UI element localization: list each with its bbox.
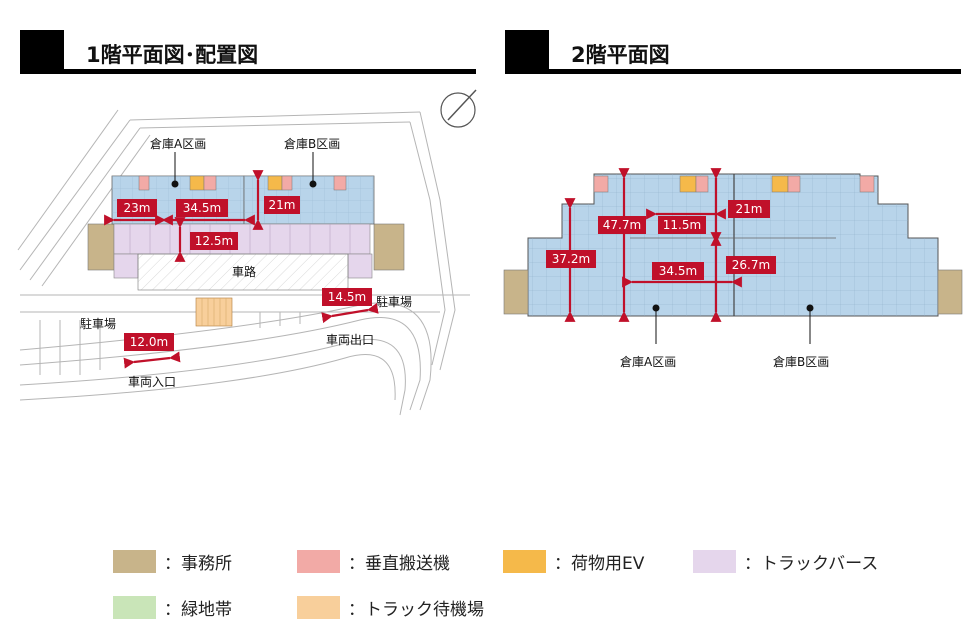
legend-label: ：トラック待機場 xyxy=(348,600,484,620)
office-right xyxy=(373,223,405,271)
dim-34-5m-floor1: 34.5m xyxy=(176,199,228,217)
legend-label: ：トラックバース xyxy=(744,554,879,574)
office-swatch-icon xyxy=(113,550,156,573)
area-b-label: 倉庫B区画 xyxy=(284,136,340,151)
freight-elevator-a-floor2 xyxy=(679,175,697,193)
vertical-conveyor-a-floor2 xyxy=(593,175,609,193)
dim-11-5m: 11.5m xyxy=(658,216,706,234)
floor1-title: 1階平面図･配置図 xyxy=(86,43,259,67)
svg-text:11.5m: 11.5m xyxy=(663,218,701,232)
road-label: 車路 xyxy=(232,264,256,279)
svg-text:34.5m: 34.5m xyxy=(659,264,697,278)
vehicle-entrance-label: 車両入口 xyxy=(128,375,176,389)
svg-text:23m: 23m xyxy=(124,201,151,215)
legend-label: ：事務所 xyxy=(164,554,232,574)
legend-label: ：荷物用EV xyxy=(554,554,645,574)
svg-text:14.5m: 14.5m xyxy=(328,290,366,304)
svg-text:12.0m: 12.0m xyxy=(130,335,168,349)
svg-text:47.7m: 47.7m xyxy=(603,218,641,232)
floor1-header: 1階平面図･配置図 xyxy=(20,30,476,74)
svg-text:37.2m: 37.2m xyxy=(552,252,590,266)
dim-26-7m: 26.7m xyxy=(726,256,776,274)
truck-waiting-swatch-icon xyxy=(297,596,340,619)
dim-47-7m: 47.7m xyxy=(598,216,646,234)
vehicle-exit-label: 車両出口 xyxy=(326,333,374,347)
legend-item-vertical-conveyor: ：垂直搬送機 xyxy=(297,549,450,574)
floor2-plan: 37.2m 47.7m 11.5m 21m 34.5m 26.7m 倉庫A区画 … xyxy=(503,168,963,369)
legend-item-green-belt: ：緑地帯 xyxy=(113,595,232,620)
area-b-label-floor2: 倉庫B区画 xyxy=(773,354,829,369)
freight-elevator-a xyxy=(189,175,205,191)
area-a-marker-icon xyxy=(171,180,179,188)
legend-item-truck-berth: ：トラックバース xyxy=(693,549,878,574)
truck-berth-swatch-icon xyxy=(693,550,736,573)
vertical-conveyor-a xyxy=(138,175,150,191)
dim-37-2m: 37.2m xyxy=(546,250,596,268)
office-right-floor2 xyxy=(937,269,963,315)
dim-21m-floor1: 21m xyxy=(264,196,300,214)
dim-12-0m: 12.0m xyxy=(124,333,174,351)
header-rule xyxy=(505,69,961,74)
dim-12-5m: 12.5m xyxy=(190,232,238,250)
driveway-area xyxy=(137,253,349,291)
legend-item-truck-waiting: ：トラック待機場 xyxy=(297,595,484,620)
legend-label: ：緑地帯 xyxy=(164,600,232,620)
svg-text:21m: 21m xyxy=(269,198,296,212)
vertical-conveyor-b xyxy=(333,175,347,191)
dim-23m: 23m xyxy=(117,199,157,217)
svg-text:21m: 21m xyxy=(736,202,763,216)
green-belt-swatch-icon xyxy=(113,596,156,619)
svg-text:26.7m: 26.7m xyxy=(732,258,770,272)
parking-left-label: 駐車場 xyxy=(80,316,116,331)
dim-34-5m-floor2: 34.5m xyxy=(652,262,704,280)
freight-elevator-b-floor2 xyxy=(771,175,789,193)
dim-14-5m: 14.5m xyxy=(322,288,372,306)
office-left-floor2 xyxy=(503,269,529,315)
floor1-site-plan: 倉庫A区画 倉庫B区画 車路 駐車場 駐車場 車両出口 車両入口 23m 34.… xyxy=(17,89,477,416)
office-left xyxy=(87,223,115,271)
truck-berth-strip xyxy=(113,223,371,255)
freight-elevator-swatch-icon xyxy=(503,550,546,573)
legend-item-office: ：事務所 xyxy=(113,549,232,574)
svg-text:12.5m: 12.5m xyxy=(195,234,233,248)
vertical-conveyor-swatch-icon xyxy=(297,550,340,573)
header-block-icon xyxy=(20,30,64,74)
area-a-label-floor2: 倉庫A区画 xyxy=(620,354,676,369)
legend-label: ：垂直搬送機 xyxy=(348,554,450,574)
area-a-label: 倉庫A区画 xyxy=(150,136,206,151)
dim-21m-floor2: 21m xyxy=(728,200,770,218)
legend-item-freight-elevator: ：荷物用EV xyxy=(503,549,644,574)
header-block-icon xyxy=(505,30,549,74)
compass-icon xyxy=(440,89,477,128)
parking-right-label: 駐車場 xyxy=(376,294,412,309)
svg-text:34.5m: 34.5m xyxy=(183,201,221,215)
floor2-title: 2階平面図 xyxy=(571,43,670,67)
legend: ：事務所 ：垂直搬送機 ：荷物用EV ：トラックバース ：緑地帯 ：トラック待機… xyxy=(0,540,980,635)
freight-elevator-b xyxy=(267,175,283,191)
floor2-header: 2階平面図 xyxy=(505,30,961,74)
header-rule xyxy=(20,69,476,74)
vertical-conveyor-b-floor2 xyxy=(859,175,875,193)
area-b-marker-icon xyxy=(309,180,317,188)
